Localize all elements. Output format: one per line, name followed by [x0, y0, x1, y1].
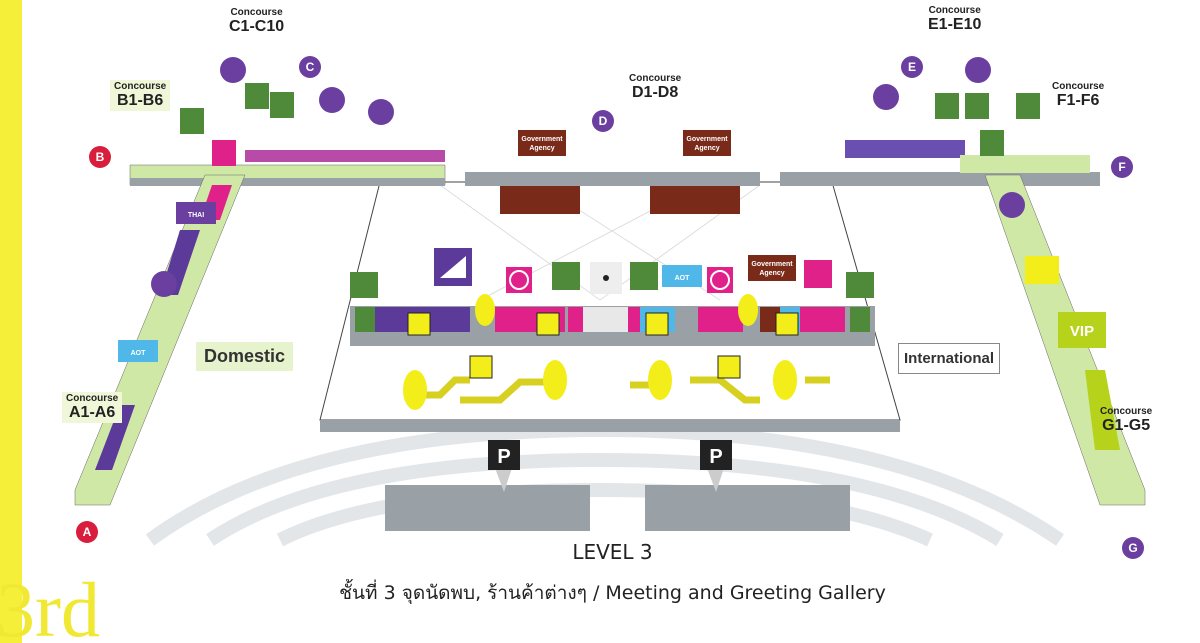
restroom-icon — [552, 262, 580, 290]
gate-icon — [319, 87, 345, 113]
gate-icon — [220, 57, 246, 83]
svg-text:VIP: VIP — [1070, 323, 1094, 340]
gate-icon — [368, 99, 394, 125]
svg-text:Government: Government — [521, 136, 563, 143]
gate-icon — [965, 57, 991, 83]
svg-text:AOT: AOT — [131, 350, 147, 357]
lift-icon — [536, 312, 560, 336]
restroom-icon — [245, 83, 269, 109]
svg-text:Government: Government — [686, 136, 728, 143]
restroom-icon — [1016, 93, 1040, 119]
level-caption: ชั้นที่ 3 จุดนัดพบ, ร้านค้าต่างๆ / Meeti… — [339, 582, 886, 604]
parking-left: P — [385, 440, 590, 531]
svg-text:Government: Government — [751, 261, 793, 268]
concourse-d-marker: D — [592, 110, 614, 132]
roads — [145, 422, 1064, 547]
restroom-icon — [846, 272, 874, 298]
vip-sign — [1058, 312, 1106, 348]
parking-icon — [700, 440, 732, 470]
escalator-icon — [717, 355, 741, 379]
concourse-g-marker: G — [1122, 537, 1144, 559]
government-agency-sign: Government Agency — [683, 130, 731, 156]
international-zone-label: International — [898, 343, 1001, 374]
gate-icon — [151, 271, 177, 297]
svg-text:Agency: Agency — [759, 270, 784, 277]
svg-text:Agency: Agency — [529, 145, 554, 152]
rest-bed-icon — [1025, 256, 1059, 284]
government-agency-sign: Government Agency — [518, 130, 566, 156]
svg-text:P: P — [709, 446, 722, 468]
escalator-icon — [469, 355, 493, 379]
domestic-zone-label: Domestic — [196, 342, 294, 371]
concourse-c-marker: C — [299, 56, 321, 78]
level-title: LEVEL 3 — [572, 540, 653, 564]
restroom-icon — [935, 93, 959, 119]
thai-airways-logo — [176, 202, 216, 224]
floor-badge: 3rd — [0, 566, 100, 643]
restroom-icon — [180, 108, 204, 134]
gate-icon — [873, 84, 899, 110]
lift-icon — [775, 312, 799, 336]
parking-icon — [488, 440, 520, 470]
government-agency-sign: Government Agency — [748, 255, 796, 281]
aot-logo — [662, 265, 702, 287]
svg-text:AOT: AOT — [675, 275, 691, 282]
concourse-f-marker: F — [1111, 156, 1133, 178]
parking-right: P — [645, 440, 850, 531]
lift-icons — [407, 312, 799, 379]
svg-text:Agency: Agency — [694, 145, 719, 152]
lift-shafts — [403, 294, 797, 410]
lift-icon — [407, 312, 431, 336]
floor-strip — [0, 0, 22, 643]
lift-icon — [645, 312, 669, 336]
restroom-icon — [980, 130, 1004, 156]
concourse-e-marker: E — [901, 56, 923, 78]
restroom-icon — [965, 93, 989, 119]
gate-icon — [999, 192, 1025, 218]
main-terminal — [319, 181, 901, 432]
svg-text:THAI: THAI — [188, 212, 204, 219]
restroom-icon — [270, 92, 294, 118]
restaurant-icon — [212, 140, 236, 166]
restroom-icon — [630, 262, 658, 290]
restroom-icon — [350, 272, 378, 298]
concourse-a-marker: A — [76, 521, 98, 543]
concourse-b-marker: B — [89, 146, 111, 168]
shopping-cart-icon — [804, 260, 832, 288]
svg-text:P: P — [497, 446, 510, 468]
aot-logo — [118, 340, 158, 362]
